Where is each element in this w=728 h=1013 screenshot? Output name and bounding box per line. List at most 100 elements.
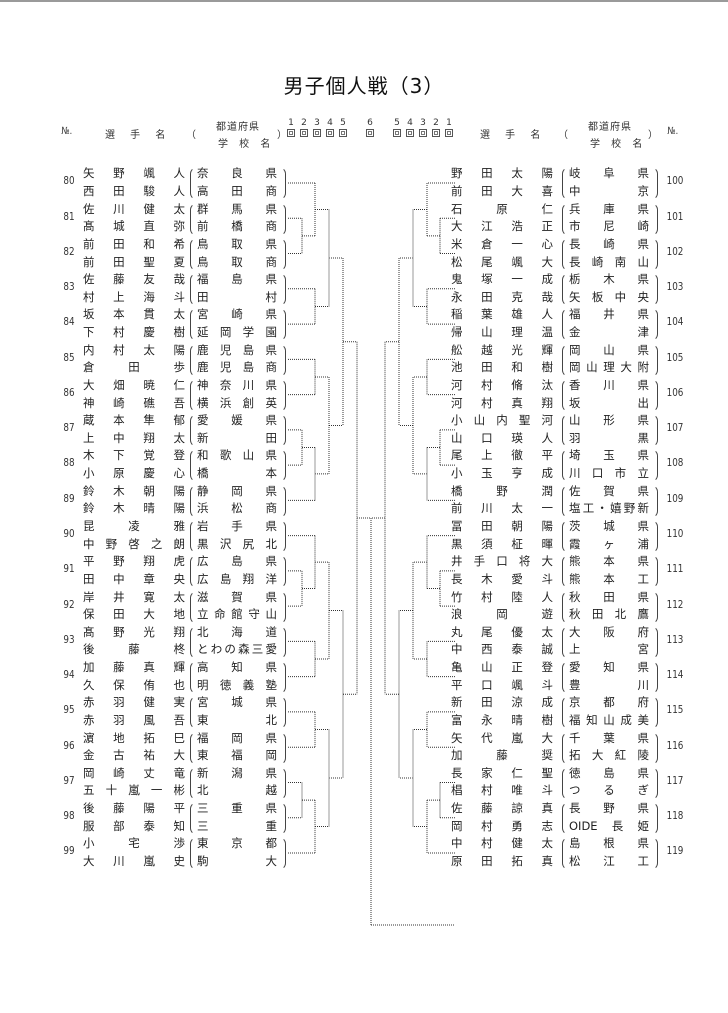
entry-number: 108 [666,456,684,470]
team-text: 福島県 [197,272,277,287]
player-name-text: 大江浩正 [451,219,553,234]
close-bracket-mark [651,308,658,342]
player-name: 内村太陽 [83,342,185,360]
round-box [393,129,401,137]
team-text: 宮崎県 [197,307,277,322]
team-text: OIDE長姫 [569,818,649,833]
player-team: 山形県 [569,412,649,430]
team-text: 岩手県 [197,519,277,533]
player-name: 赤羽風吾 [83,712,185,730]
player-team: 大阪府 [569,624,649,642]
player-team: 宮崎県 [197,306,277,324]
player-team: 北越 [197,782,277,800]
open-bracket-mark [562,449,569,483]
player-name: 佐川健太 [83,201,185,219]
entry-number: 102 [666,244,684,258]
player-team: 愛知県 [569,659,649,677]
player-name: 岡村勇志 [451,818,553,836]
close-bracket-mark [651,378,658,412]
player-name: 佐藤友哉 [83,271,185,289]
team-text: 豊川 [569,677,649,692]
round-number: 3 [314,118,320,128]
player-name: 矢野颯人 [83,165,185,183]
player-team: 鳥取県 [197,236,277,254]
player-team: 北海道 [197,624,277,642]
team-text: 松江工 [569,853,649,868]
player-name: 長木愛斗 [451,571,553,589]
player-team: 豊川 [569,677,649,695]
close-bracket-mark [279,802,286,836]
player-team: 岐阜県 [569,165,649,183]
player-team: 埼玉県 [569,447,649,465]
player-name-text: 平野翔虎 [83,554,185,569]
player-name-text: 井手口将大 [451,554,553,569]
open-bracket-mark [190,202,197,236]
player-team: 千葉県 [569,730,649,748]
player-name-text: 坂本貫太 [83,307,185,322]
entry-number: 109 [666,491,684,505]
entry-number: 94 [63,668,75,682]
entry-number: 119 [666,844,684,858]
team-text: 奈良県 [197,166,277,181]
open-bracket-mark [190,414,197,448]
close-bracket-mark [279,731,286,765]
entry-number: 89 [63,491,75,505]
team-text: 佐賀県 [569,483,649,498]
open-bracket-mark [562,414,569,448]
player-name-text: 岸井寛太 [83,589,185,604]
player-name-text: 久保侑也 [83,677,185,692]
player-team: 中京 [569,183,649,201]
player-name-text: 保田大地 [83,607,185,622]
team-text: 栃木県 [569,272,649,287]
player-name: 濵地拓巳 [83,730,185,748]
open-bracket-mark [562,766,569,800]
player-name-text: 五十嵐一彬 [83,783,185,798]
player-team: 福井県 [569,306,649,324]
player-name-text: 黒須柾暉 [451,536,553,551]
round-number: 5 [340,118,346,128]
entry-number: 118 [666,809,684,823]
player-name-text: 昆凌雅 [83,519,185,533]
player-team: 広島県 [197,553,277,571]
round-right-3: 3 [418,118,428,137]
team-text: 駒大 [197,853,277,868]
entry-number: 95 [63,703,75,717]
team-text: 東北 [197,712,277,727]
entry-number: 101 [666,209,684,223]
close-bracket-mark [279,308,286,342]
round-left-4: 4 [325,118,335,137]
open-bracket-mark [562,484,569,518]
player-name: 河村真翔 [451,395,553,413]
close-bracket-mark [651,273,658,307]
open-bracket-mark [190,661,197,695]
player-team: 横浜創英 [197,395,277,413]
team-text: 鹿児島県 [197,342,277,357]
team-text: 田村 [197,289,277,304]
player-label-right: 選 手 名 [480,130,547,141]
player-team: 東福岡 [197,747,277,765]
close-bracket-mark [279,167,286,201]
entry-number: 103 [666,280,684,294]
prefecture-label-left: 都道府県 [216,122,260,133]
player-team: 三重 [197,818,277,836]
team-text: 浜松商 [197,501,277,516]
round-right-1: 5 [392,118,402,137]
open-bracket-mark [190,555,197,589]
player-team: 田村 [197,289,277,307]
entry-number: 112 [666,597,684,611]
close-bracket-mark [279,414,286,448]
close-bracket-mark [279,343,286,377]
round-box [326,129,334,137]
player-team: 宮城県 [197,694,277,712]
open-paren-left: （ [186,130,196,141]
player-name-text: 村上海斗 [83,289,185,304]
player-name: 鈴木晴陽 [83,500,185,518]
player-name: 浪岡遊 [451,606,553,624]
team-text: 新田 [197,430,277,445]
player-name-text: 加藤真輝 [83,660,185,675]
